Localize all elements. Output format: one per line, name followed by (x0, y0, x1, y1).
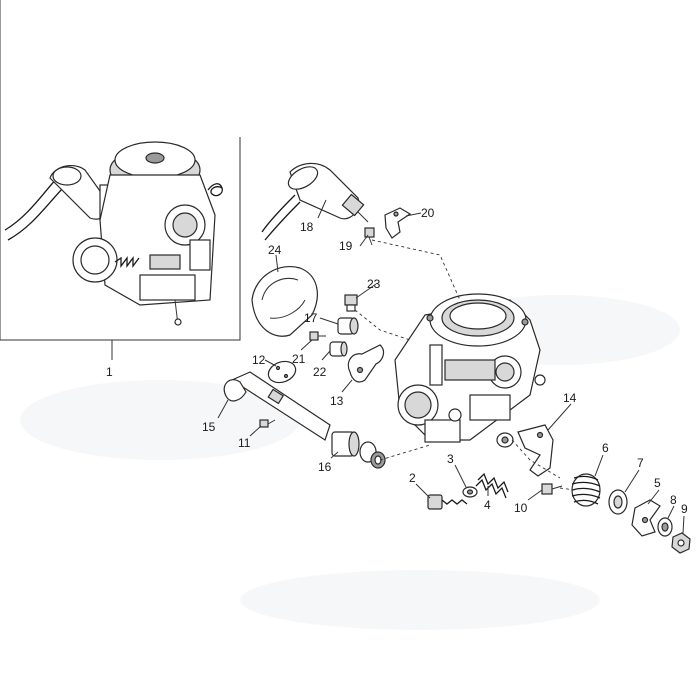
part-10-illustration (541, 483, 563, 495)
part-24-illustration (251, 266, 318, 337)
callout-6: 6 (602, 441, 609, 455)
callout-8: 8 (670, 493, 677, 507)
assembly-guide-lines (354, 239, 576, 491)
callout-17: 17 (304, 311, 318, 325)
callout-10: 10 (514, 501, 528, 515)
part-15-illustration (223, 371, 331, 441)
callout-19: 19 (339, 239, 353, 253)
part-20-illustration (384, 207, 412, 239)
callout-4: 4 (484, 498, 491, 512)
part-3-illustration (462, 486, 478, 498)
part-13-illustration (347, 344, 385, 383)
part-18-illustration (261, 162, 369, 241)
background-smudges (20, 295, 680, 630)
callout-20: 20 (421, 206, 435, 220)
callout-22: 22 (313, 365, 327, 379)
part-16-illustration (331, 431, 386, 469)
part-12-illustration (267, 360, 297, 384)
callout-9: 9 (681, 502, 688, 516)
part-23-illustration (344, 294, 358, 312)
part-5-illustration (631, 499, 661, 537)
part-19-illustration (364, 227, 375, 246)
leader-lines (217, 199, 685, 534)
callout-5: 5 (654, 476, 661, 490)
part-7-illustration (608, 489, 628, 515)
callout-21: 21 (292, 352, 306, 366)
callout-11: 11 (238, 436, 251, 450)
callout-12: 12 (252, 353, 266, 367)
callout-24: 24 (268, 243, 282, 257)
callout-1: 1 (106, 365, 113, 379)
part-11-illustration (259, 419, 276, 428)
callout-7: 7 (637, 456, 644, 470)
callout-23: 23 (367, 277, 381, 291)
part-4-illustration (475, 472, 509, 499)
part-8-illustration (657, 517, 673, 537)
part-21-illustration (309, 331, 326, 341)
callout-3: 3 (447, 452, 454, 466)
callout-labels: 1 2 3 4 5 6 7 8 9 10 11 12 13 14 15 16 1… (106, 206, 688, 516)
callout-16: 16 (318, 460, 332, 474)
callout-2: 2 (409, 471, 416, 485)
part-6-illustration (571, 473, 601, 507)
callout-18: 18 (300, 220, 314, 234)
callout-14: 14 (563, 391, 577, 405)
callout-15: 15 (202, 420, 216, 434)
carburetor-body-illustration (394, 293, 546, 443)
part-17-illustration (337, 317, 359, 335)
part-9-illustration (671, 532, 691, 554)
part-14-illustration (496, 424, 554, 477)
part-22-illustration (329, 341, 348, 357)
part-2-illustration (427, 494, 468, 510)
carburetor-assembly-illustration (4, 141, 223, 326)
callout-13: 13 (330, 394, 344, 408)
